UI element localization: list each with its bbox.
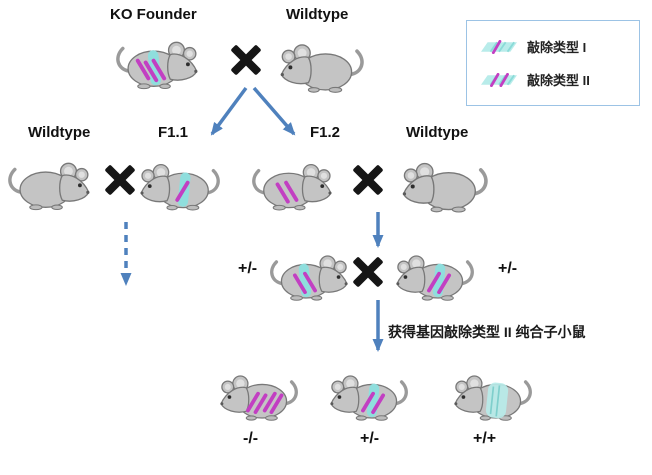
legend-label-type-2: 敲除类型 II <box>527 73 590 88</box>
wildtype-left-label: Wildtype <box>28 124 91 141</box>
mouse-wildtype-top <box>278 43 364 95</box>
legend-label-type-1: 敲除类型 I <box>527 40 587 55</box>
mouse-offspring-homozygous-ko <box>218 374 298 422</box>
cross-icon-f12-wt <box>350 162 386 198</box>
mouse-offspring-wildtype <box>452 374 532 422</box>
genotype-homozygous-ko-label: -/- <box>243 430 259 447</box>
genotype-heterozygous-label: +/- <box>360 430 380 447</box>
cross-icon-gen1 <box>228 42 264 78</box>
mouse-wildtype-right <box>400 161 488 214</box>
f1-1-label: F1.1 <box>158 124 189 141</box>
genotype-het-right-label: +/- <box>498 260 518 277</box>
mouse-het-left <box>270 254 350 302</box>
cross-icon-wt-f11 <box>102 162 138 198</box>
mouse-het-right <box>394 254 474 302</box>
legend-item-knockout-type-1: 敲除类型 I <box>481 37 625 56</box>
genotype-het-left-label: +/- <box>238 260 258 277</box>
cross-icon-het-intercross <box>350 254 386 290</box>
mouse-f1-1 <box>138 162 220 212</box>
mouse-ko-founder <box>116 40 200 91</box>
ko-founder-label: KO Founder <box>110 6 197 23</box>
result-annotation: 获得基因敲除类型 II 纯合子小鼠 <box>388 324 586 340</box>
mouse-offspring-heterozygous <box>328 374 408 422</box>
legend-item-knockout-type-2: 敲除类型 II <box>481 70 625 89</box>
f1-2-label: F1.2 <box>310 124 341 141</box>
knockout-type-2-icon <box>481 72 517 87</box>
mouse-f1-2 <box>252 162 334 212</box>
knockout-type-1-icon <box>481 39 517 54</box>
genotype-wildtype-label: +/+ <box>473 430 497 447</box>
wildtype-right-label: Wildtype <box>406 124 469 141</box>
arrow-cross1-to-f11 <box>210 86 248 136</box>
mouse-wildtype-left <box>8 161 92 212</box>
wildtype-top-label: Wildtype <box>286 6 349 23</box>
legend: 敲除类型 I 敲除类型 II <box>466 20 640 106</box>
